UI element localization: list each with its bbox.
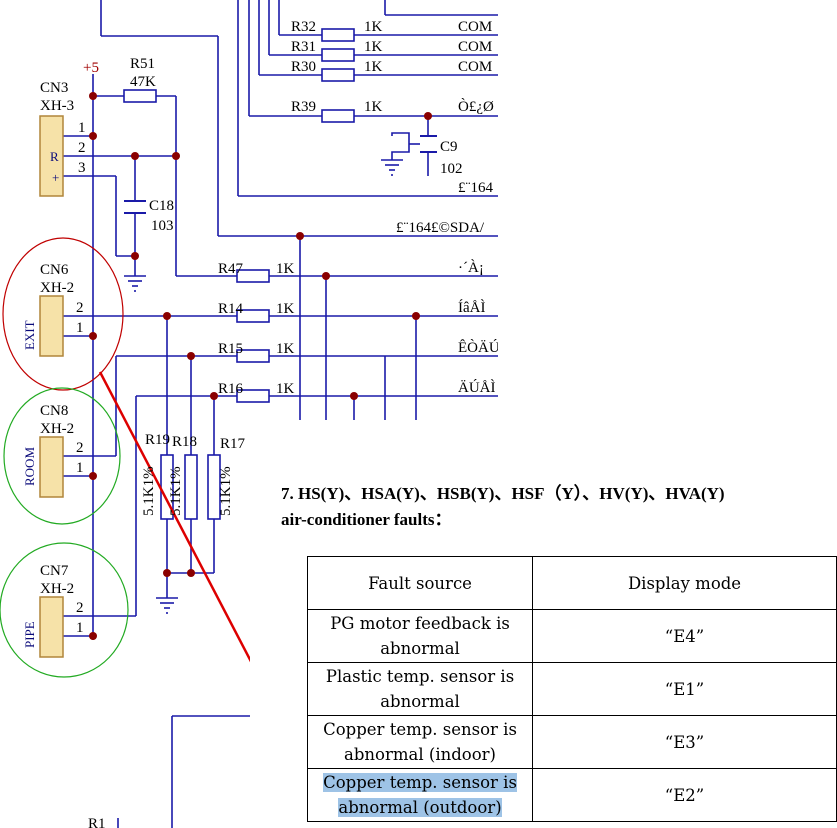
net-label: COM (458, 59, 492, 75)
net-label: COM (458, 19, 492, 35)
resistor-value: 1K (276, 381, 295, 397)
connector-type: XH-2 (40, 421, 74, 437)
page-blank-area (498, 0, 837, 420)
resistor-bodies (123, 28, 355, 520)
pin-label: 2 (76, 300, 84, 316)
display-code-cell: “E4” (532, 609, 837, 663)
connector-body-text: ROOM (22, 447, 37, 486)
r51-ref: R51 (130, 56, 155, 72)
net-label: Ò£¿Ø (458, 98, 494, 115)
c18-ref: C18 (149, 198, 174, 214)
net-label: COM (458, 39, 492, 55)
display-code-cell: “E3” (532, 715, 837, 769)
heading-line-2: air-conditioner faults： (281, 510, 452, 529)
net-label: £¨164 (458, 180, 493, 196)
connector-ref: CN3 (40, 80, 68, 96)
connector-body-text: EXIT (22, 320, 37, 350)
text-selection-highlight[interactable]: Copper temp. sensor is abnormal (outdoor… (323, 773, 517, 817)
pin-mark: + (52, 170, 59, 185)
connector-ref: CN6 (40, 262, 69, 278)
resistor-ref: R14 (218, 301, 244, 317)
net-label: ·´À¡ (458, 259, 484, 276)
connector-type: XH-3 (40, 98, 74, 114)
resistor-ref: R47 (218, 261, 244, 277)
net-label: £¨164£©SDA/ (396, 220, 485, 236)
connector-ref: CN8 (40, 403, 68, 419)
c18-value: 103 (151, 218, 174, 234)
resistor-value: 1K (276, 341, 295, 357)
pin-label: 1 (76, 460, 84, 476)
connector-body-text: R (50, 149, 59, 164)
pulldown-ref: R19 (145, 432, 170, 448)
fault-table: Fault source Display mode PG motor feedb… (306, 556, 837, 822)
pin-label: 3 (78, 160, 86, 176)
r51-value: 47K (130, 74, 156, 90)
pulldown-value: 5.1K1% (141, 466, 157, 516)
net-label: ÄÚÅÌ (458, 379, 496, 396)
exit-highlight-circle (2, 237, 124, 391)
pulldown-ref: R18 (172, 434, 197, 450)
pin-label: 2 (78, 140, 86, 156)
resistor-ref: R32 (291, 19, 316, 35)
connector-type: XH-2 (40, 581, 74, 597)
junction-dots (89, 92, 432, 640)
capacitors (124, 135, 437, 214)
pipe-highlight-circle (0, 542, 129, 678)
pulldown-ref: R17 (220, 436, 246, 452)
ground-symbols (124, 159, 403, 614)
table-header-row: Fault source Display mode (306, 556, 837, 610)
header-fault-source: Fault source (306, 556, 534, 610)
supply-label: +5 (83, 60, 99, 76)
pin-label: 1 (78, 120, 86, 136)
table-row: Copper temp. sensor is abnormal (indoor)… (306, 715, 837, 769)
fault-source-cell: PG motor feedback is abnormal (306, 609, 534, 663)
connector-ref: CN7 (40, 563, 69, 579)
pulldown-value: 5.1K1% (168, 466, 184, 516)
wires (63, 0, 498, 828)
c9-value: 102 (440, 161, 463, 177)
c9-ref: C9 (440, 139, 458, 155)
connector-bodies (39, 115, 64, 658)
heading-line-1: 7. HS(Y)、HSA(Y)、HSB(Y)、HSF（Y）、HV(Y)、HVA(… (281, 484, 725, 503)
net-label: ÍâÅÌ (458, 299, 485, 316)
resistor-value: 1K (364, 39, 383, 55)
header-display-mode: Display mode (532, 556, 837, 610)
resistor-value: 1K (364, 59, 383, 75)
net-label: ÊÒÄÚ (458, 339, 500, 356)
bottom-ref: R1 (88, 816, 106, 828)
pin-label: 2 (76, 600, 84, 616)
section-heading: 7. HS(Y)、HSA(Y)、HSB(Y)、HSF（Y）、HV(Y)、HVA(… (281, 481, 837, 533)
pulldown-value: 5.1K1% (218, 466, 234, 516)
resistor-value: 1K (364, 19, 383, 35)
resistor-ref: R39 (291, 99, 316, 115)
resistor-ref: R16 (218, 381, 244, 397)
room-highlight-circle (3, 387, 121, 525)
fault-source-cell: Plastic temp. sensor is abnormal (306, 662, 534, 716)
table-row: Plastic temp. sensor is abnormal “E1” (306, 662, 837, 716)
resistor-value: 1K (276, 261, 295, 277)
pin-label: 1 (76, 620, 84, 636)
connector-body-text: PIPE (22, 621, 37, 648)
resistor-value: 1K (364, 99, 383, 115)
table-row: Copper temp. sensor is abnormal (outdoor… (306, 768, 837, 822)
pin-label: 2 (76, 440, 84, 456)
fault-source-cell: Copper temp. sensor is abnormal (indoor) (306, 715, 534, 769)
table-row: PG motor feedback is abnormal “E4” (306, 609, 837, 663)
fault-source-cell-highlighted[interactable]: Copper temp. sensor is abnormal (outdoor… (306, 768, 534, 822)
connector-type: XH-2 (40, 280, 74, 296)
resistor-value: 1K (276, 301, 295, 317)
resistor-ref: R30 (291, 59, 316, 75)
display-code-cell: “E2” (532, 768, 837, 822)
resistor-ref: R15 (218, 341, 243, 357)
schematic-labels: +5 R51 47K C18 103 C9 102 £¨164 £¨164£©S… (22, 19, 500, 828)
display-code-cell: “E1” (532, 662, 837, 716)
resistor-ref: R31 (291, 39, 316, 55)
pin-label: 1 (76, 320, 84, 336)
